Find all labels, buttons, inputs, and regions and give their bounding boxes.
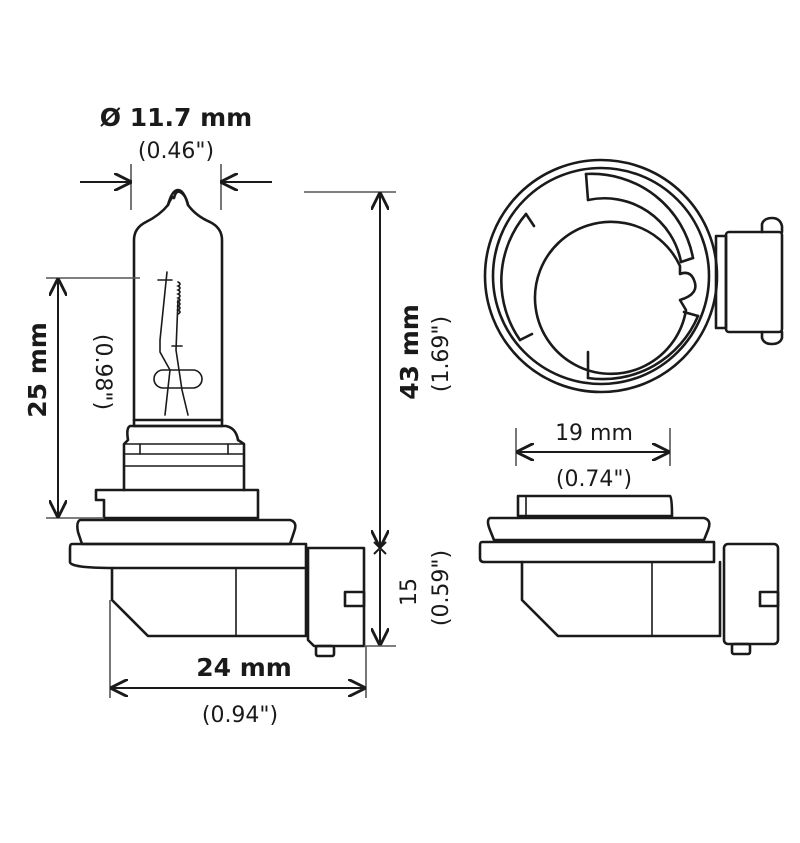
overall-height-imperial-label: (1.69") <box>429 316 454 392</box>
base-plate <box>68 542 308 570</box>
base-housing <box>110 566 308 638</box>
dimension-flange-width: 19 mm (0.74") <box>515 421 671 492</box>
glass-envelope <box>132 190 224 422</box>
base-width-metric-label: 24 mm <box>196 653 292 682</box>
dimension-light-center: 25 mm (0.98") <box>23 277 140 519</box>
base-height-imperial-label: (0.59") <box>429 550 454 626</box>
diameter-metric-label: Ø 11.7 mm <box>100 103 252 132</box>
flange-ring-right <box>486 516 711 542</box>
base-height-metric-label: 15 <box>397 578 422 606</box>
overall-height-metric-label: 43 mm <box>395 304 424 400</box>
connector-top <box>724 230 784 334</box>
base-width-imperial-label: (0.94") <box>202 703 278 728</box>
bulb-top-view <box>483 158 784 394</box>
dimension-diameter: Ø 11.7 mm (0.46") <box>80 103 272 210</box>
bulb-collar <box>122 424 246 492</box>
flange-ring <box>76 518 297 546</box>
connector <box>306 546 366 648</box>
filament-icon <box>153 271 203 416</box>
flange-width-metric-label: 19 mm <box>555 421 633 446</box>
diameter-imperial-label: (0.46") <box>138 139 214 164</box>
flange-width-imperial-label: (0.74") <box>556 467 632 492</box>
light-center-imperial-label: (0.98") <box>90 334 115 410</box>
bulb-base-view <box>478 494 780 656</box>
connector-right <box>722 542 780 646</box>
light-center-metric-label: 25 mm <box>23 322 52 418</box>
dimension-overall-height: 43 mm (1.69") 15 (0.59") <box>304 191 454 647</box>
inner-bore <box>533 220 697 376</box>
bulb-side-view <box>68 188 366 658</box>
dimension-base-width: 24 mm (0.94") <box>109 600 367 728</box>
